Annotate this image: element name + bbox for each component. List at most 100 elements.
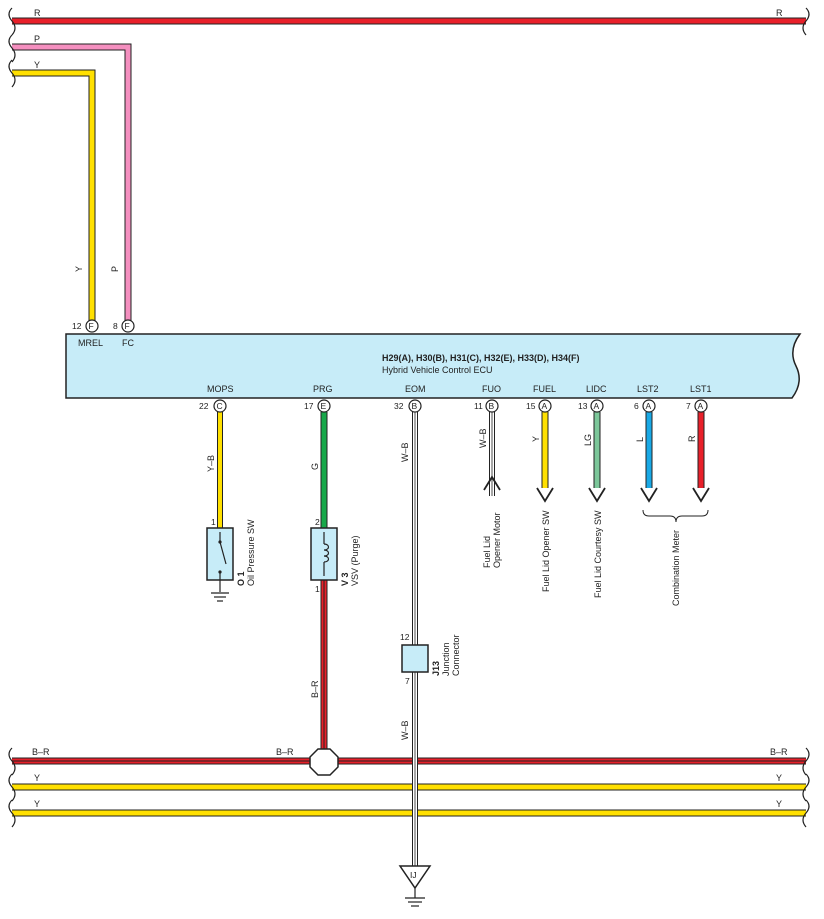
splice-point [309,748,339,776]
ecu-subtitle: Hybrid Vehicle Control ECU [382,365,493,375]
break-mark-left-bottom [8,747,16,828]
lst2-arrow-down-icon [640,487,658,503]
lst2-wire-code: L [635,437,645,442]
fc-terminal-name: FC [122,338,134,348]
ecu-pin-fc: F 8 FC [113,319,135,348]
break-mark-right-bottom [802,747,810,828]
ecu-pin-eom: B 32 [394,399,422,413]
fuel-pin-number: 15 [526,401,536,411]
fuel-lid-opener-sw-label: Fuel Lid Opener SW [541,510,551,592]
fuel-wire-code: Y [531,436,541,442]
fuo-arrow-up-icon [483,475,501,491]
eom-conn-letter: B [412,401,418,411]
ground-ij-icon [398,865,432,907]
mrel-wire-code: Y [74,266,84,272]
fuel-terminal-name: FUEL [533,384,556,394]
fuel-arrow-down-icon [536,487,554,503]
lidc-wire-code: LG [583,434,593,446]
o1-pin-top: 1 [211,517,216,527]
ecu-pin-lst2: A 6 [634,399,656,413]
o1-code: O 1 [236,571,246,586]
v3-pin-top: 2 [315,517,320,527]
fuo-conn-letter: B [489,401,495,411]
lst1-conn-letter: A [698,401,704,411]
top-wire-r-label: R [34,8,41,18]
lst1-arrow-down-icon [692,487,710,503]
lst1-wire-code: R [687,435,697,442]
prg-pin-number: 17 [304,401,314,411]
top-wire-y-label: Y [34,60,40,70]
lidc-conn-letter: A [594,401,600,411]
mops-terminal-name: MOPS [207,384,234,394]
combination-meter-label: Combination Meter [671,530,681,606]
lidc-terminal-name: LIDC [586,384,607,394]
bus-br-label-right: B–R [770,747,788,757]
prg-terminal-name: PRG [313,384,333,394]
mrel-terminal-name: MREL [78,338,103,348]
eom-pin-number: 32 [394,401,404,411]
lst2-pin-number: 6 [634,401,639,411]
v3-pin-bottom: 1 [315,584,320,594]
fc-conn-letter: F [125,321,130,331]
v3-lower-wire-code: B–R [310,680,320,698]
bus-y-1-label-right: Y [776,773,782,783]
eom-wire-code: W–B [400,442,410,462]
j13-pin-bottom: 7 [405,676,410,686]
ecu-title: H29(A), H30(B), H31(C), H32(E), H33(D), … [382,353,580,363]
mrel-conn-letter: F [89,321,94,331]
lidc-arrow-down-icon [588,487,606,503]
combination-meter-brace [642,509,709,523]
bus-y-2-label-right: Y [776,799,782,809]
mops-conn-letter: C [217,401,223,411]
fc-pin-number: 8 [113,321,118,331]
fuel-lid-courtesy-sw-label: Fuel Lid Courtesy SW [593,510,603,598]
lst1-terminal-name: LST1 [690,384,712,394]
v3-code: V 3 [340,572,350,586]
fuo-terminal-name: FUO [482,384,501,394]
fuo-wire-code: W–B [478,428,488,448]
j13-name-1: Junction [441,642,451,676]
prg-conn-letter: E [321,401,327,411]
ecu-box [65,333,802,399]
top-wire-y [12,69,96,322]
ground-ij-code: IJ [410,870,417,880]
ecu-pin-mops: C 22 [199,399,227,413]
mops-wire-code: Y–B [206,455,216,472]
lst1-pin-number: 7 [686,401,691,411]
vsv-purge [310,527,338,581]
bus-y-1-label: Y [34,773,40,783]
lst2-conn-letter: A [646,401,652,411]
ecu-pin-lidc: A 13 [578,399,604,413]
fuo-pin-number: 11 [474,401,483,411]
prg-wire-code: G [310,463,320,470]
fuel-lid-motor-label-1: Fuel Lid [482,536,492,568]
bus-br-label-mid: B–R [276,747,294,757]
j13-lower-wire-code: W–B [400,720,410,740]
top-wire-r-label-right: R [776,8,783,18]
v3-name: VSV (Purge) [350,535,360,586]
break-mark-right-top [802,7,810,36]
top-wire-p [12,43,132,322]
ecu-pin-lst1: A 7 [686,399,708,413]
fc-wire-code: P [110,266,120,272]
oil-pressure-switch [206,527,234,602]
bus-br-label: B–R [32,747,50,757]
eom-terminal-name: EOM [405,384,426,394]
lidc-pin-number: 13 [578,401,588,411]
lst2-terminal-name: LST2 [637,384,659,394]
j13-pin-top: 12 [400,632,410,642]
j13-name-2: Connector [451,634,461,676]
ecu-pin-mrel: F 12 MREL [72,319,103,348]
top-wire-p-label: P [34,34,40,44]
break-mark-left-top [8,7,16,88]
fuel-lid-motor-label-2: Opener Motor [492,512,502,568]
mrel-pin-number: 12 [72,321,82,331]
ecu-pin-fuel: A 15 [526,399,552,413]
junction-connector-j13 [401,644,429,673]
j13-code: J13 [431,661,441,676]
bus-y-2-label: Y [34,799,40,809]
mops-pin-number: 22 [199,401,209,411]
ecu-pin-prg: E 17 [304,399,331,413]
fuel-conn-letter: A [542,401,548,411]
